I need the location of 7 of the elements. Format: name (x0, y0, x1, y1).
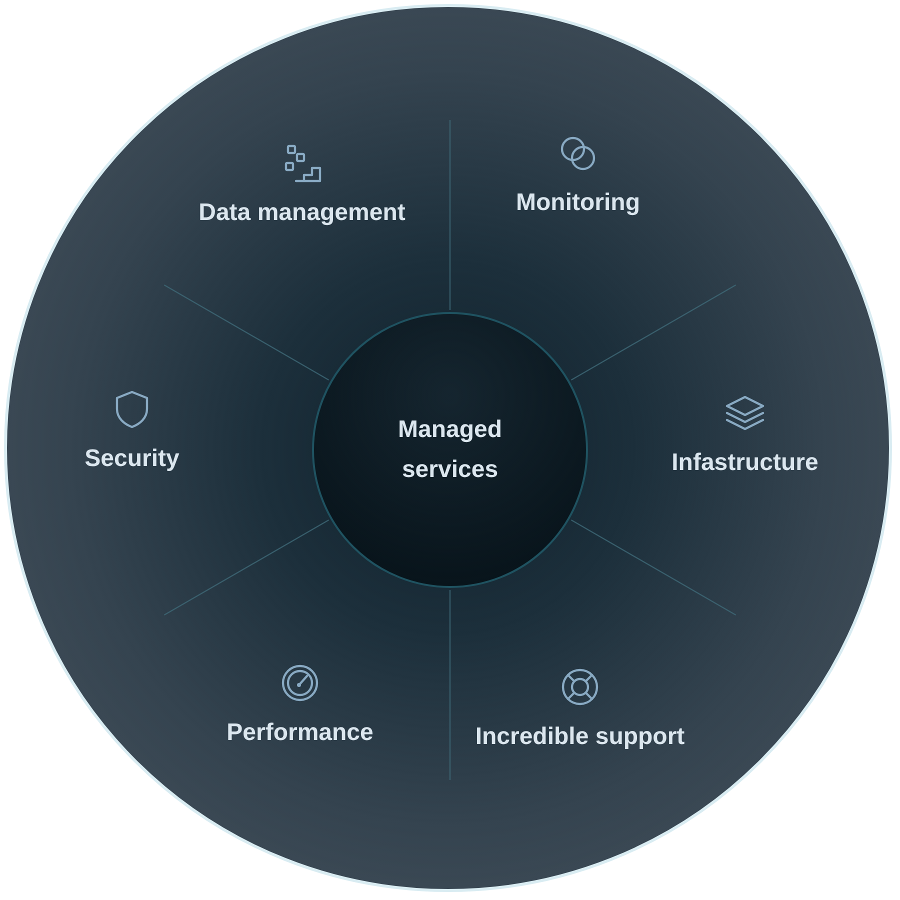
segment-label: Incredible support (475, 722, 685, 752)
hub-label: Managed services (396, 415, 503, 485)
segment-label: Performance (226, 718, 374, 748)
segment-label: Monitoring (516, 188, 640, 218)
segment-label: Infastructure (672, 448, 818, 478)
segment-label: Data management (198, 198, 406, 228)
segment-label: Security (84, 444, 180, 474)
